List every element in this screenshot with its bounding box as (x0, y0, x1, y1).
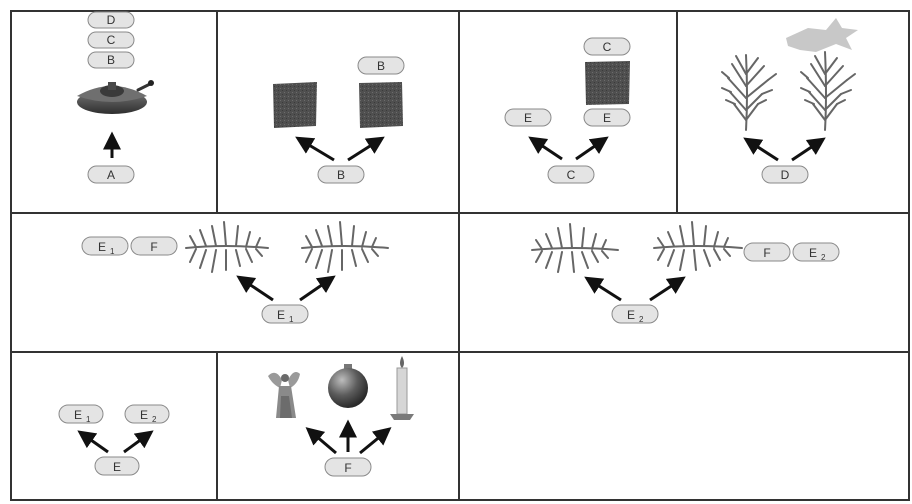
trunk-block-left-icon (273, 82, 317, 128)
pill-label: F (763, 246, 770, 260)
pill-subscript: 2 (152, 415, 157, 424)
pill-stack-mid: C (88, 32, 134, 48)
arrow-right (124, 433, 150, 452)
pill-label: C (107, 33, 116, 47)
arrow-left (532, 139, 562, 159)
pill-label: D (107, 13, 116, 27)
pill-left: E 1 (59, 405, 103, 424)
pill-label: B (337, 168, 345, 182)
pill-top: C (584, 38, 630, 55)
pill-e1: E 1 (82, 237, 128, 256)
branch-left-icon (722, 55, 776, 130)
pill-subscript: 1 (86, 415, 91, 424)
pill-right: E (584, 109, 630, 126)
star-icon (786, 18, 858, 52)
pill-label: E (74, 408, 82, 422)
pill-subscript: 2 (639, 315, 644, 324)
bauble-icon (328, 364, 368, 408)
pill-label: E (809, 246, 817, 260)
pill-f: F (131, 237, 177, 255)
panel-empty (460, 353, 908, 499)
pill-label: C (567, 168, 576, 182)
root-pill: E (95, 457, 139, 475)
panel-a: D C B A (77, 12, 154, 183)
arrow-right (360, 430, 388, 453)
pill-subscript: 2 (821, 253, 826, 262)
arrow-left (747, 140, 778, 160)
pill-label: F (150, 240, 157, 254)
pill-top-right: B (358, 57, 404, 74)
panel-e: E 1 E 2 E (59, 405, 169, 475)
branch-right-icon (801, 52, 855, 130)
pill-f: F (744, 243, 790, 261)
panel-f: F (268, 356, 414, 476)
panel-e2: F E 2 E 2 (532, 222, 839, 324)
pill-label: E (140, 408, 148, 422)
pill-stack-top: D (88, 12, 134, 28)
root-pill: E 2 (612, 305, 658, 324)
arrow-left (240, 278, 273, 300)
fir-branch-right-icon (654, 222, 742, 270)
panel-d: D (722, 18, 858, 183)
root-pill: A (88, 166, 134, 183)
pill-stack-bottom: B (88, 52, 134, 68)
pill-label: F (344, 461, 351, 475)
arrow-left (588, 279, 621, 300)
trunk-block-right-icon (359, 82, 403, 128)
arrow-right (650, 279, 682, 300)
pill-left: E (505, 109, 551, 126)
arrow-right (792, 140, 822, 160)
panel-e1: E 1 F E 1 (82, 222, 388, 324)
pill-label: E (113, 460, 121, 474)
pill-subscript: 1 (110, 247, 115, 256)
pill-label: E (98, 240, 106, 254)
pill-label: E (524, 111, 532, 125)
trunk-block-icon (585, 61, 630, 105)
panel-b: B B (273, 57, 404, 183)
arrow-right (300, 278, 332, 300)
pill-right: E 2 (125, 405, 169, 424)
pill-label: A (107, 168, 115, 182)
pill-label: B (377, 59, 385, 73)
angel-icon (268, 372, 300, 418)
root-pill: D (762, 166, 808, 183)
root-pill: C (548, 166, 594, 183)
pill-label: C (603, 40, 612, 54)
candle-icon (390, 356, 414, 420)
arrow-left (81, 433, 108, 452)
arrow-left (299, 139, 334, 160)
arrow-right (348, 139, 381, 160)
arrow-left (309, 430, 336, 453)
pill-label: E (627, 308, 635, 322)
pill-label: E (277, 308, 285, 322)
fir-branch-left-icon (186, 222, 268, 272)
root-pill: B (318, 166, 364, 183)
pill-label: B (107, 53, 115, 67)
panel-c: C E E C (505, 38, 630, 183)
tree-stand-icon (77, 80, 154, 114)
root-pill: F (325, 458, 371, 476)
pill-subscript: 1 (289, 315, 294, 324)
pill-label: D (781, 168, 790, 182)
pill-e2: E 2 (793, 243, 839, 262)
fir-branch-right-icon (302, 222, 388, 272)
arrow-right (576, 139, 605, 159)
root-pill: E 1 (262, 305, 308, 324)
fir-branch-left-icon (532, 224, 618, 272)
pill-label: E (603, 111, 611, 125)
